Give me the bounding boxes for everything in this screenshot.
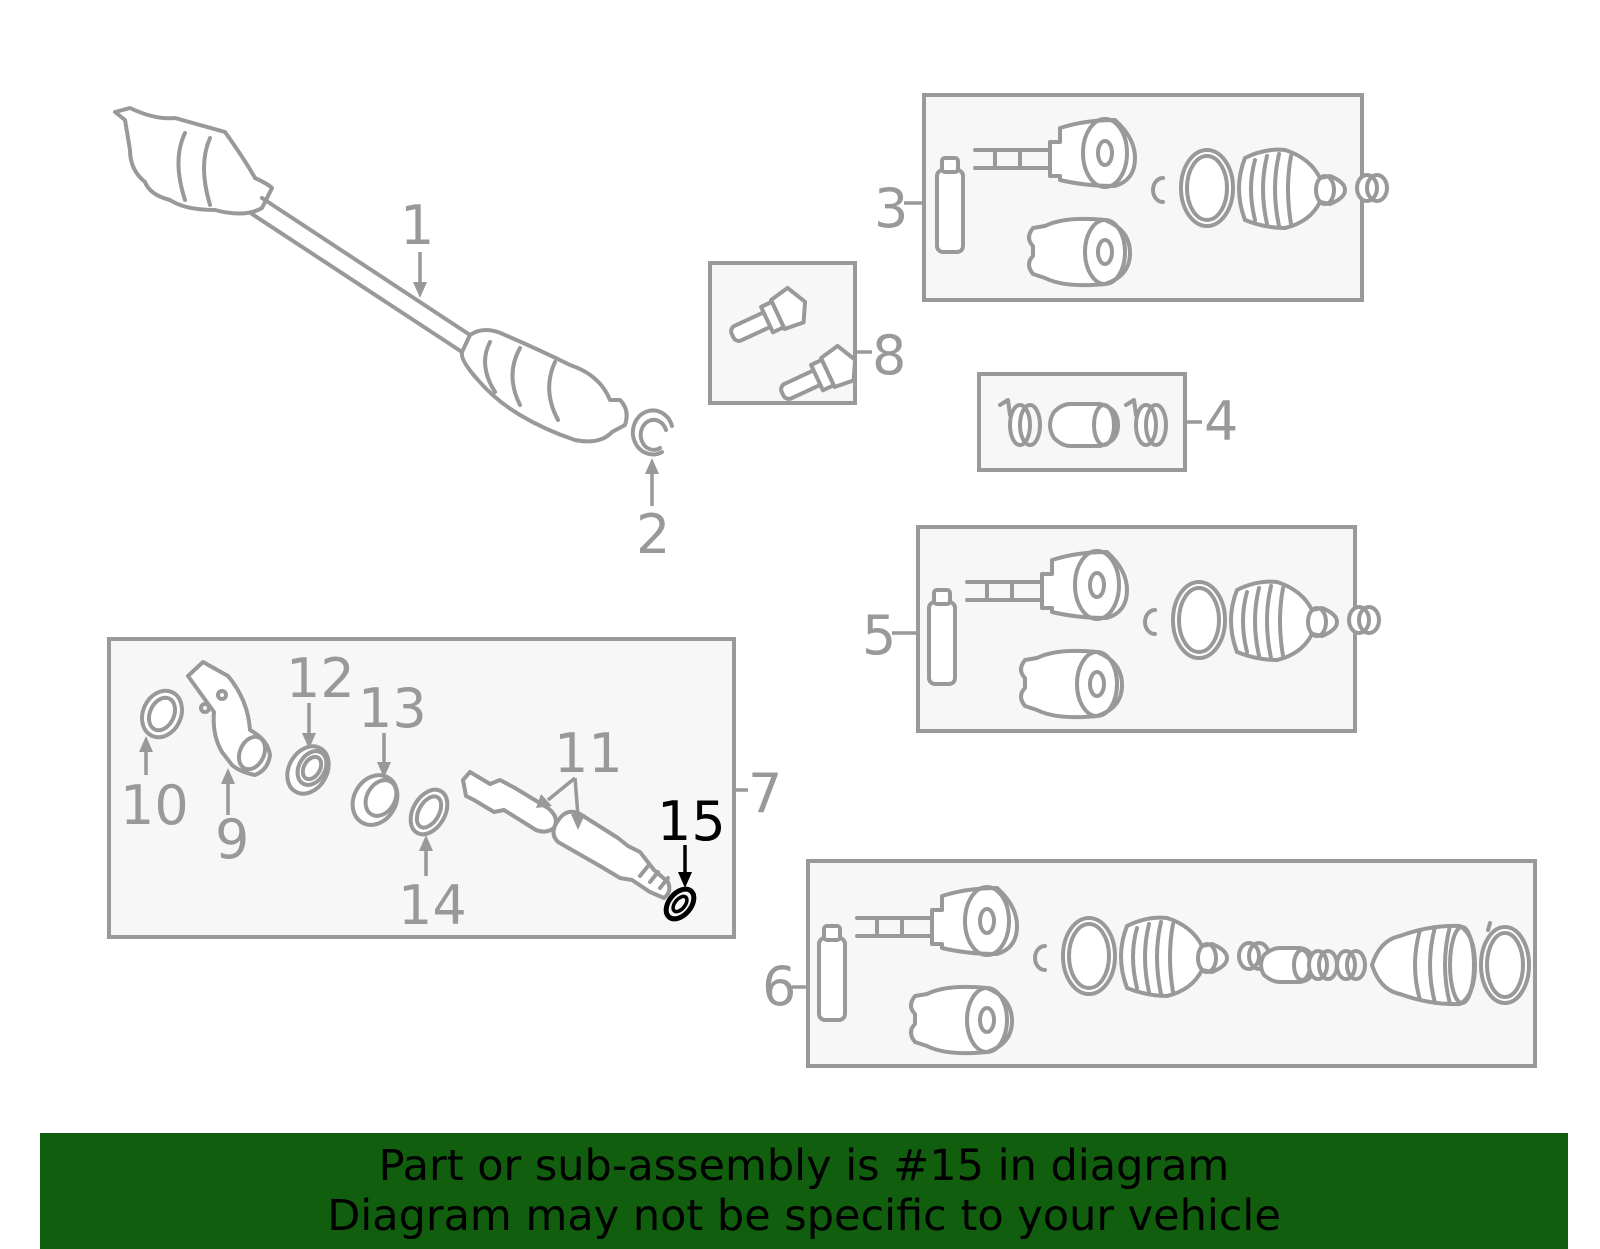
callout-4: 4 xyxy=(1185,390,1238,453)
callout-number-5: 5 xyxy=(862,604,896,667)
callout-2: 2 xyxy=(636,458,670,566)
callout-6: 6 xyxy=(762,955,808,1018)
seal-part-10 xyxy=(140,688,184,740)
seal-part-13 xyxy=(350,773,400,827)
callout-number-7: 7 xyxy=(748,762,782,825)
callout-number-14: 14 xyxy=(398,874,467,937)
bearing-bracket-part-9 xyxy=(186,660,272,777)
banner-line-part-number: Part or sub-assembly is #15 in diagram xyxy=(378,1141,1230,1191)
callout-number-8: 8 xyxy=(872,324,906,387)
callout-11: 11 xyxy=(536,722,623,830)
callout-8: 8 xyxy=(855,324,906,387)
bearing-part-12 xyxy=(285,744,331,796)
axle-shaft-part-1 xyxy=(113,106,629,444)
part-info-banner: Part or sub-assembly is #15 in diagram D… xyxy=(40,1133,1568,1249)
callout-number-15: 15 xyxy=(657,790,726,853)
callout-number-1: 1 xyxy=(400,194,434,257)
callout-number-6: 6 xyxy=(762,955,796,1018)
callout-15: 15 xyxy=(657,790,726,888)
callout-number-4: 4 xyxy=(1204,390,1238,453)
callout-7: 7 xyxy=(734,762,782,825)
callout-number-13: 13 xyxy=(358,677,427,740)
callout-14: 14 xyxy=(398,835,467,937)
circlip-part-2 xyxy=(630,408,674,457)
callout-number-11: 11 xyxy=(554,722,623,785)
bolts-part-8 xyxy=(729,285,858,401)
cv-boot-kit-part-6-extra xyxy=(1259,921,1531,1007)
callout-number-9: 9 xyxy=(215,808,249,871)
callout-5: 5 xyxy=(862,604,918,667)
o-ring-part-15-highlighted xyxy=(663,886,697,922)
callout-number-2: 2 xyxy=(636,503,670,566)
boot-clamps-part-4 xyxy=(998,398,1168,448)
callout-1: 1 xyxy=(400,194,434,298)
callout-3: 3 xyxy=(874,177,924,240)
callout-10: 10 xyxy=(120,736,189,837)
callout-9: 9 xyxy=(215,768,249,871)
callout-number-12: 12 xyxy=(286,647,355,710)
ring-part-14 xyxy=(408,787,450,837)
callout-number-3: 3 xyxy=(874,177,908,240)
callout-12: 12 xyxy=(286,647,355,749)
callout-13: 13 xyxy=(358,677,427,778)
banner-line-disclaimer: Diagram may not be specific to your vehi… xyxy=(327,1191,1281,1241)
intermediate-shaft-part-11 xyxy=(461,770,672,900)
callout-number-10: 10 xyxy=(120,774,189,837)
